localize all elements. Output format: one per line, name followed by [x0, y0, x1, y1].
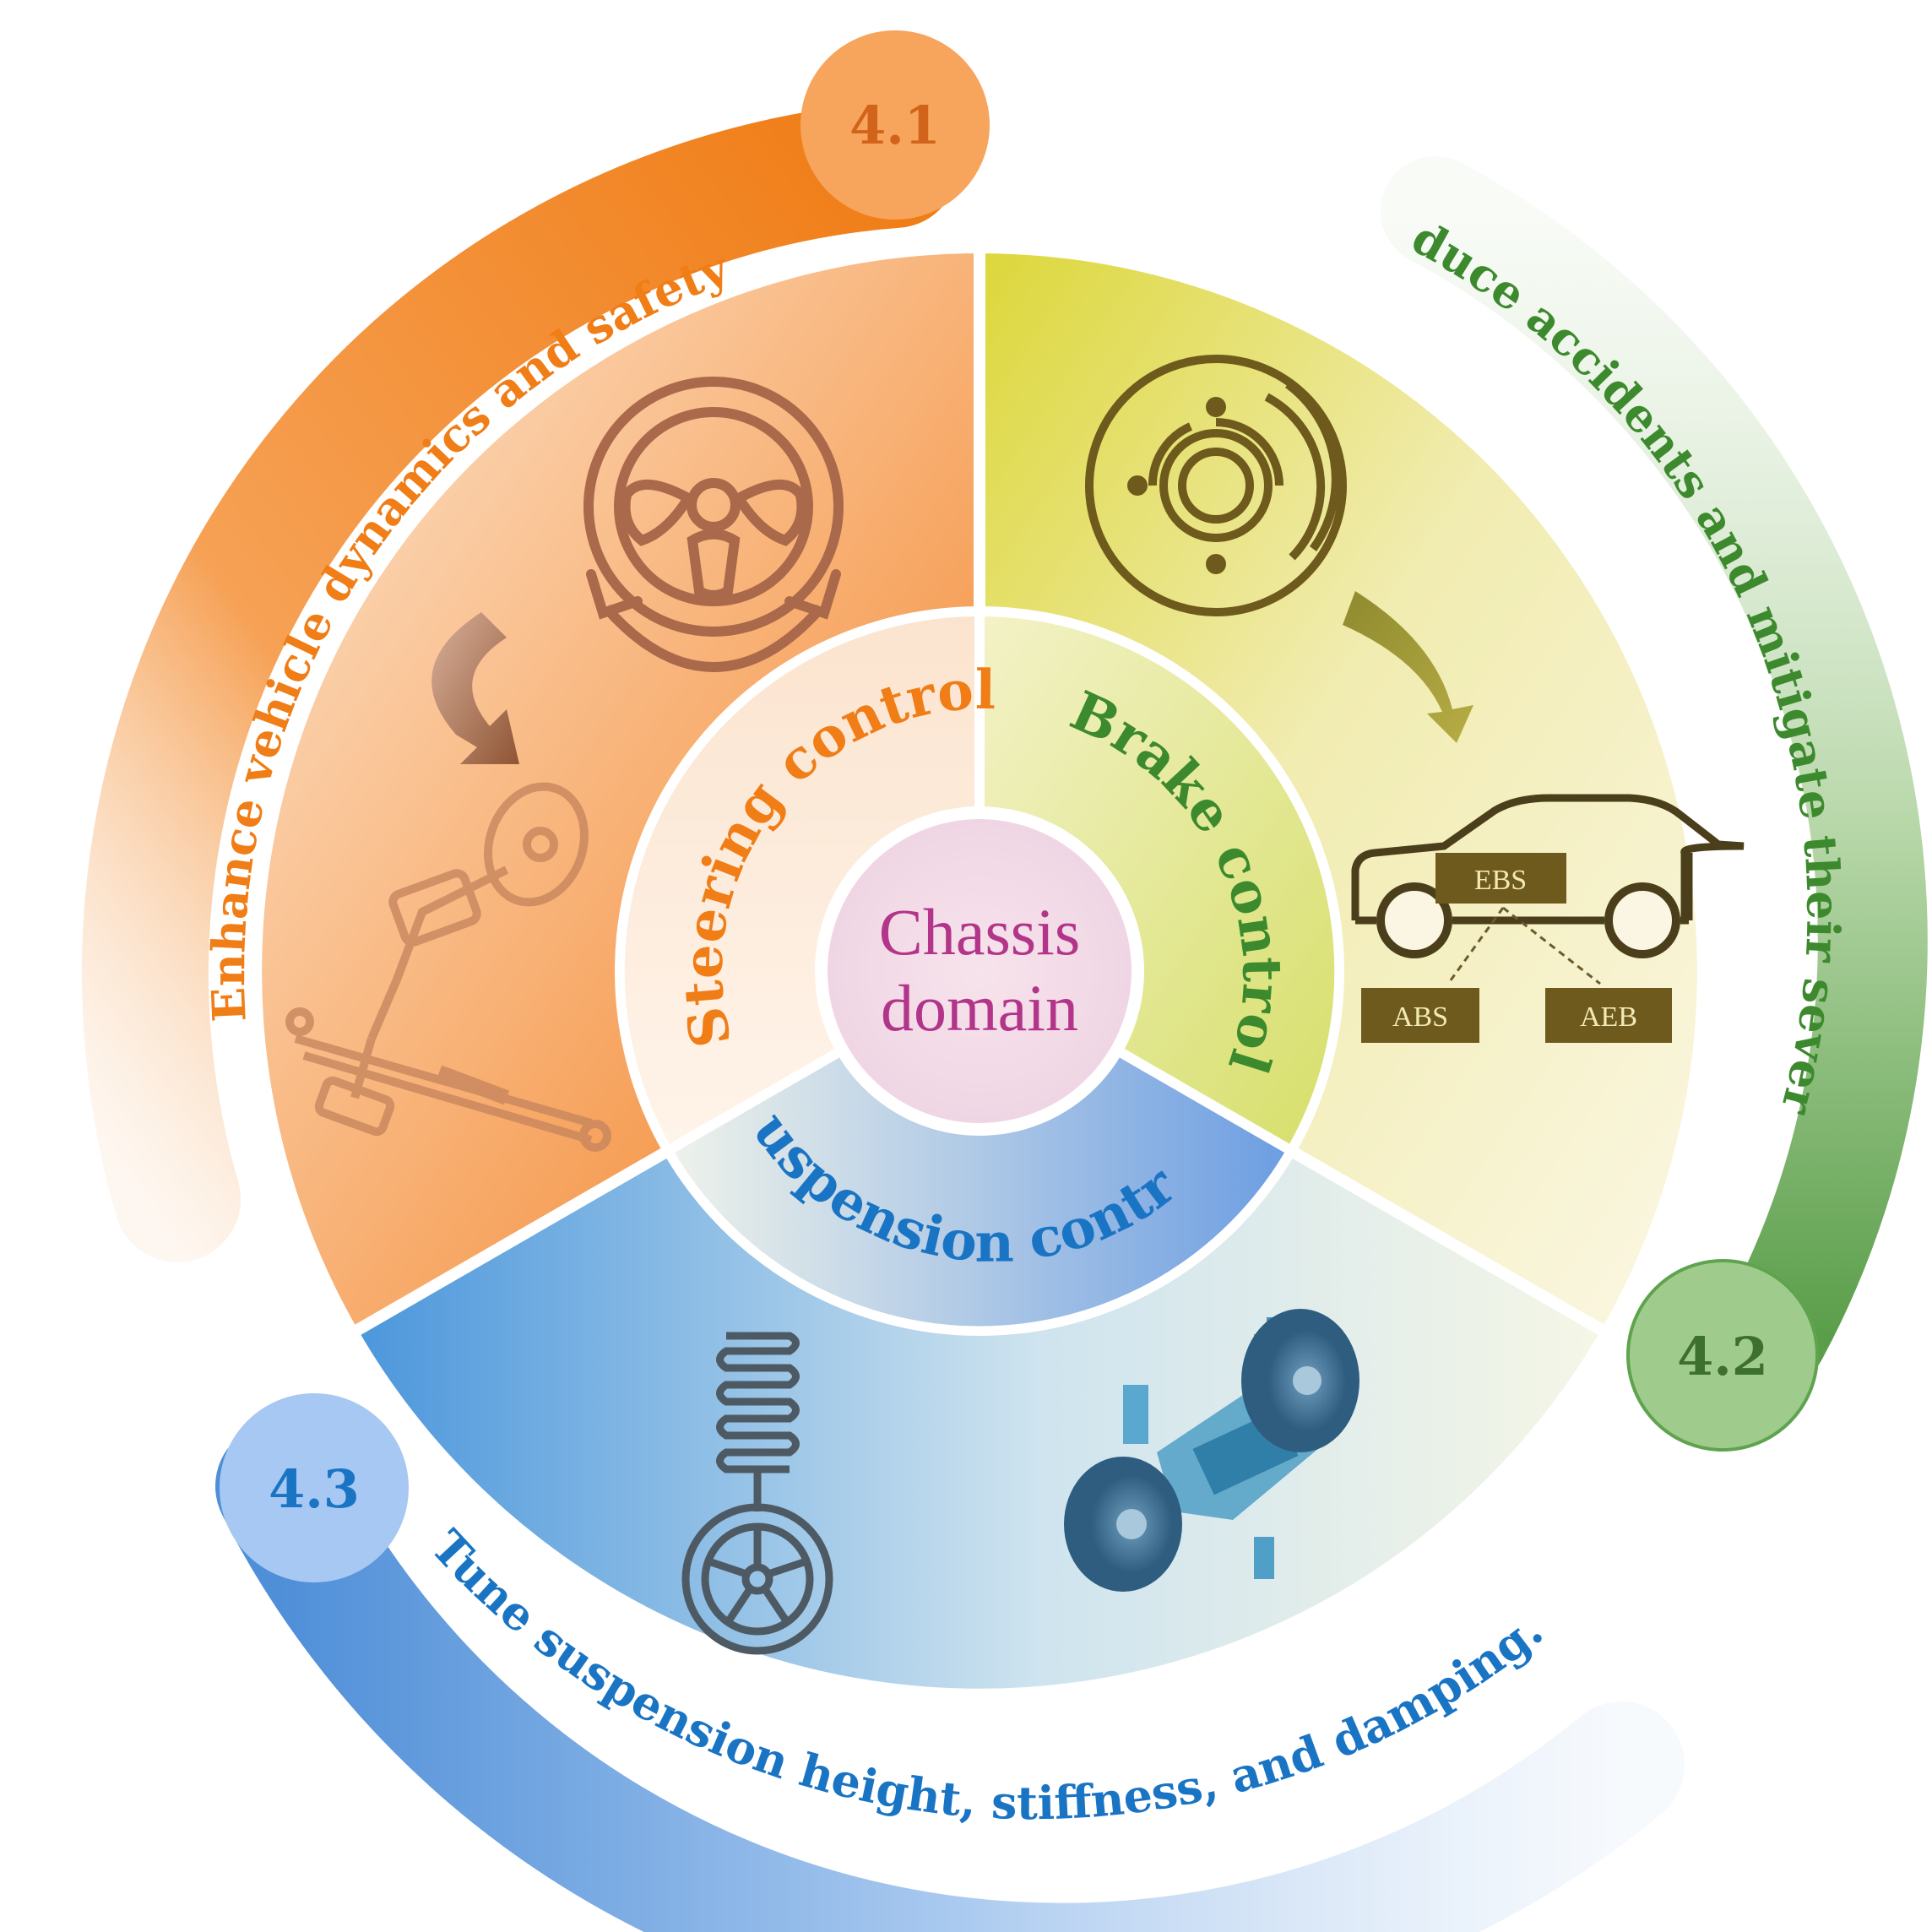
- badge-4-2: 4.2: [1626, 1259, 1819, 1452]
- abs-label: ABS: [1392, 1001, 1448, 1033]
- brake-systems-tree: EBS ABS AEB: [1361, 853, 1672, 1043]
- badge-4-1: 4.1: [800, 30, 990, 220]
- center-hub: Chassis domain: [815, 806, 1144, 1136]
- center-title-line2: domain: [881, 971, 1078, 1045]
- steering-goal-band: [81, 101, 958, 1262]
- coil-spring-wheel-icon: [681, 1332, 833, 1655]
- aeb-box: [1545, 988, 1672, 1043]
- brake-disc-dots: [1127, 397, 1226, 574]
- badge-4-1-text: 4.1: [849, 95, 941, 156]
- badge-4-2-text: 4.2: [1677, 1326, 1768, 1387]
- ebs-label: EBS: [1474, 865, 1527, 896]
- steering-arrow-icon: [431, 612, 519, 764]
- center-title-line1: Chassis: [879, 895, 1080, 969]
- brake-disc-icon: [1085, 355, 1347, 616]
- abs-box: [1361, 988, 1479, 1043]
- badge-4-3-text: 4.3: [269, 1458, 360, 1520]
- suspension-chassis-icon: [1064, 1309, 1359, 1592]
- outer-bands: [81, 101, 1928, 1932]
- ebs-box: [1435, 853, 1566, 904]
- brake-goal-band: [1381, 156, 1928, 1389]
- steering-rack-icon: [285, 782, 611, 1152]
- car-icon: [1351, 794, 1745, 958]
- steering-wheel-icon: [583, 377, 844, 673]
- badge-4-3: 4.3: [220, 1393, 409, 1582]
- brake-arrow-icon: [1343, 591, 1473, 743]
- aeb-label: AEB: [1580, 1001, 1637, 1033]
- suspension-goal-band: [215, 1423, 1685, 1932]
